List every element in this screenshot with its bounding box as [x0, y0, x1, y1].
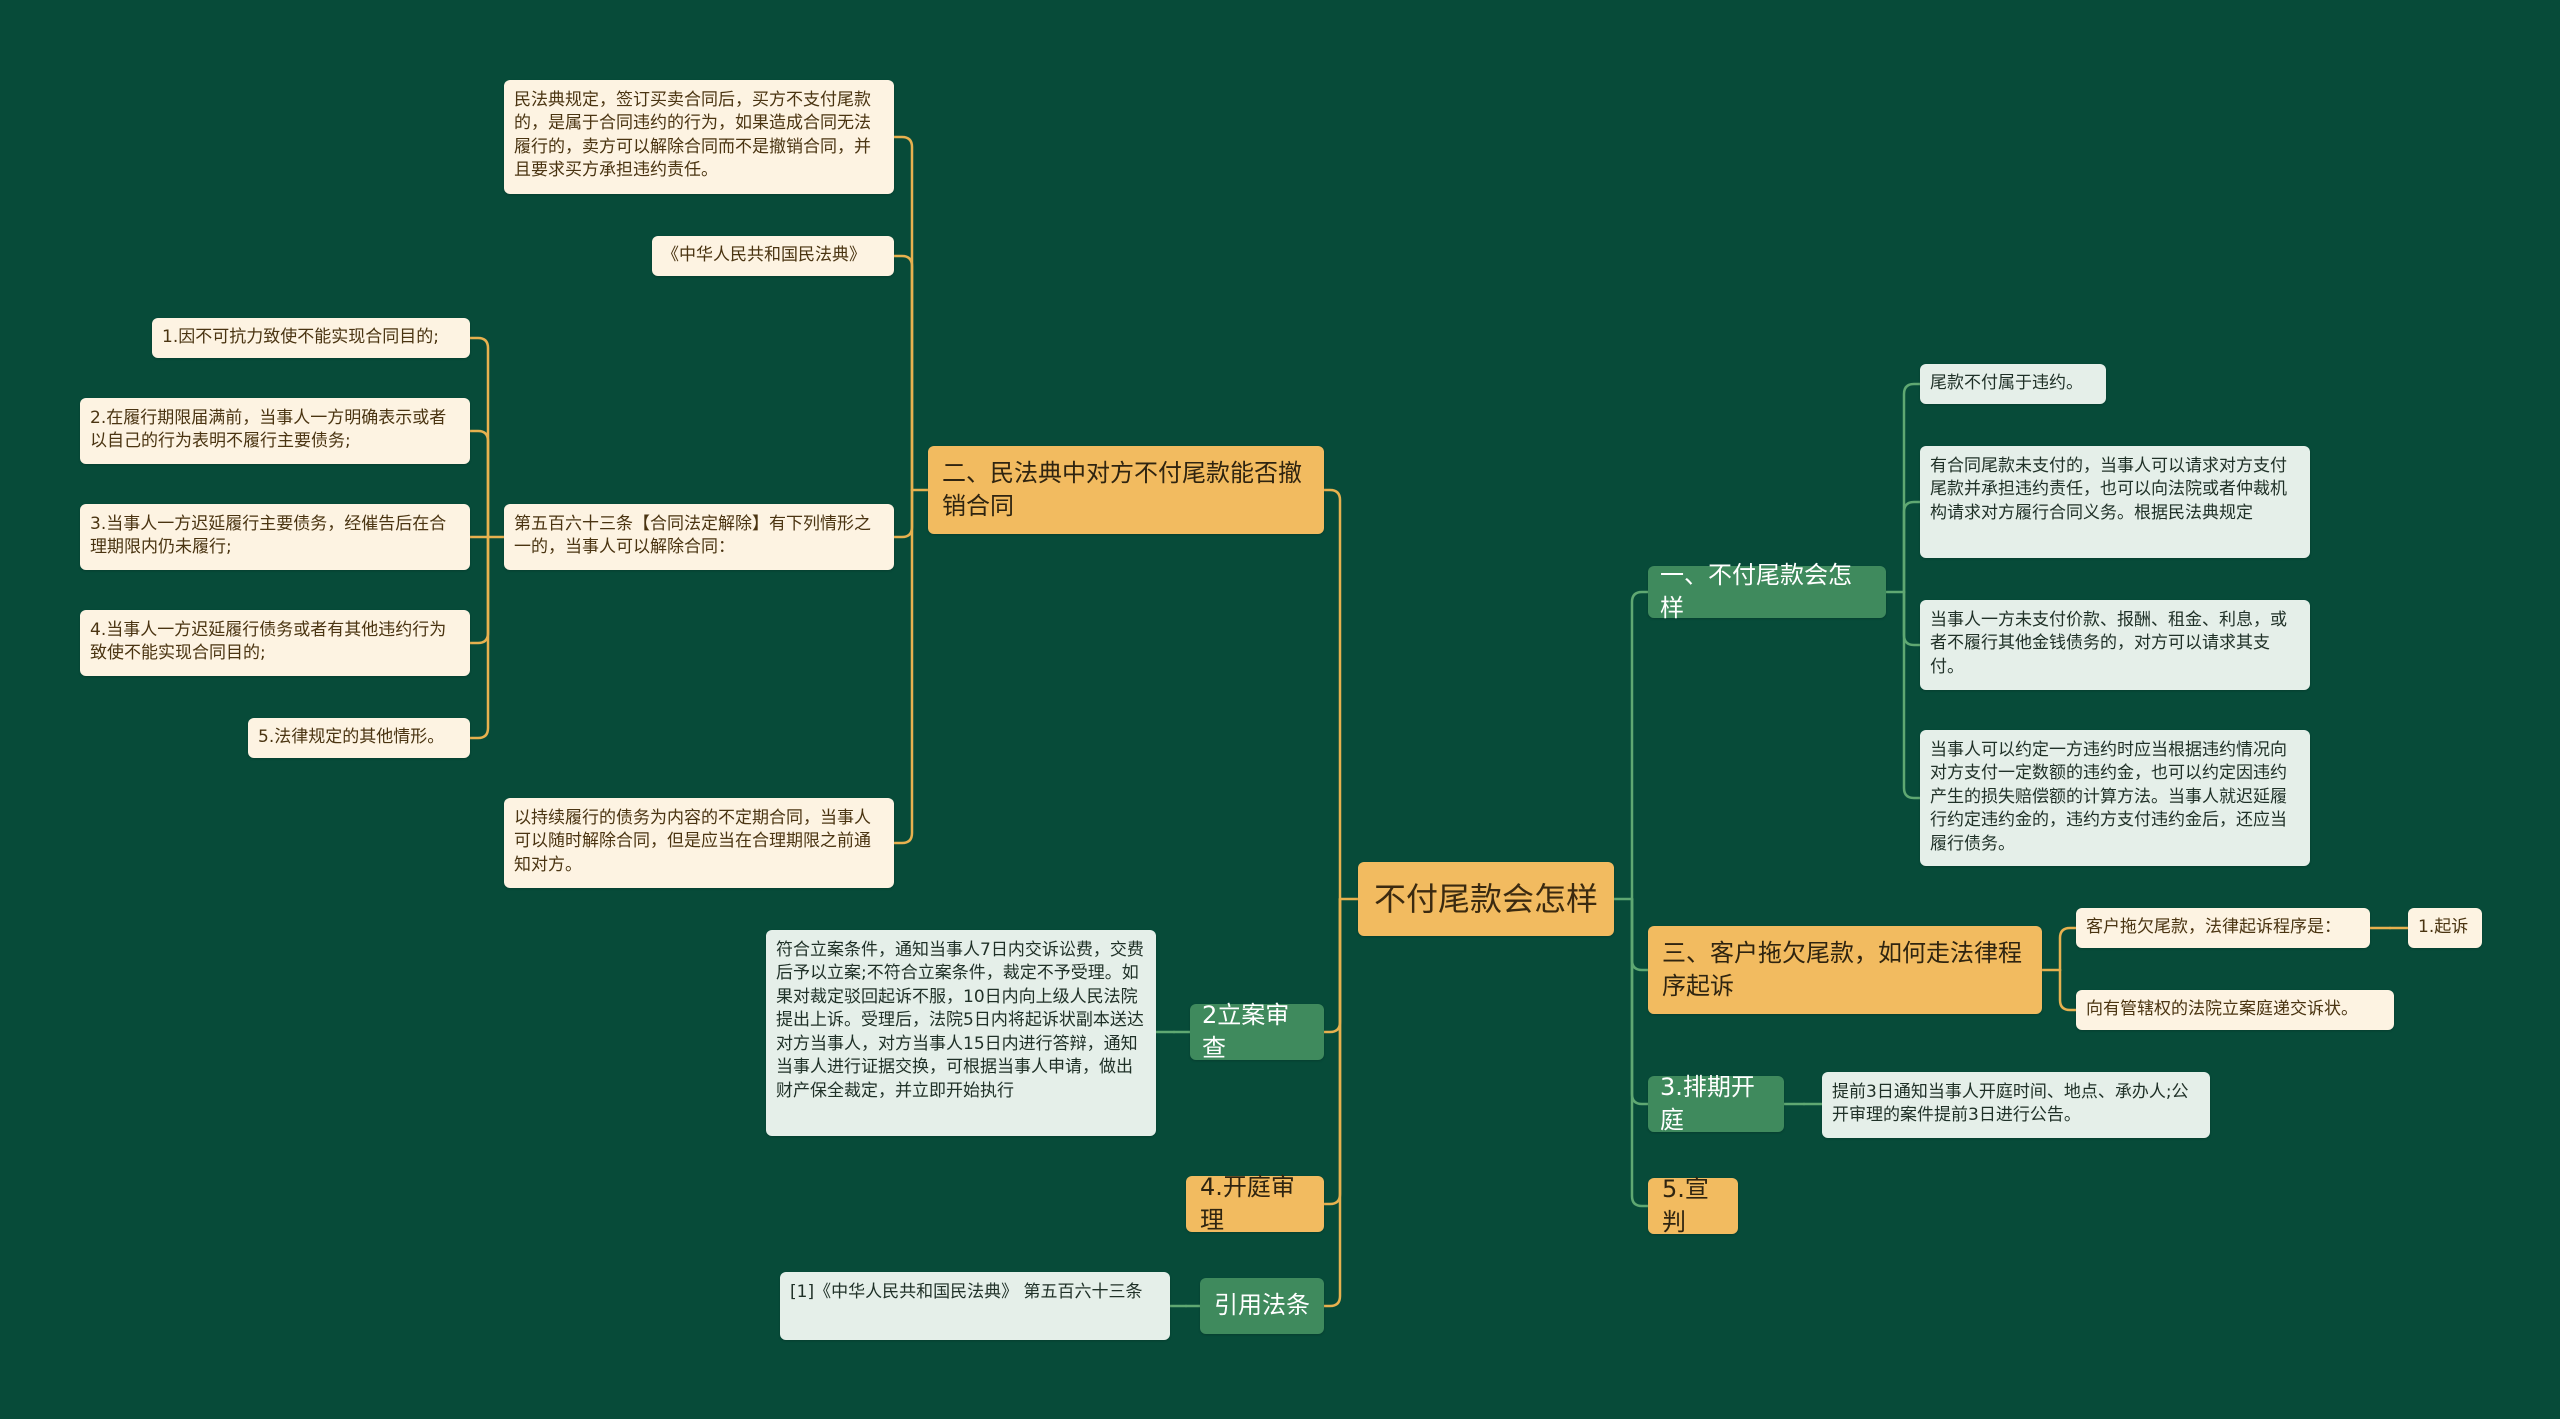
article-link-3	[468, 535, 490, 645]
root-right-link-0	[1630, 590, 1650, 901]
consequence-item-1[interactable]: 尾款不付属于违约。	[1920, 364, 2106, 404]
cited-law-detail[interactable]: [1]《中华人民共和国民法典》 第五百六十三条	[780, 1272, 1170, 1340]
root-right-link-2	[1630, 897, 1650, 1106]
article-item-1[interactable]: 1.因不可抗力致使不能实现合同目的;	[152, 318, 470, 358]
root-right-link-3	[1630, 897, 1650, 1208]
schedule-hearing-detail[interactable]: 提前3日通知当事人开庭时间、地点、承办人;公开审理的案件提前3日进行公告。	[1822, 1072, 2210, 1138]
root-topic[interactable]: 不付尾款会怎样	[1358, 862, 1614, 936]
article-link-4	[468, 535, 490, 740]
branch3-link-0	[2058, 926, 2078, 972]
branch2-link-1	[892, 254, 914, 492]
article-item-2[interactable]: 2.在履行期限届满前，当事人一方明确表示或者以自己的行为表明不履行主要债务;	[80, 398, 470, 464]
note-civil-code-rule[interactable]: 民法典规定，签订买卖合同后，买方不支付尾款的，是属于合同违约的行为，如果造成合同…	[504, 80, 894, 194]
root-right-link-1	[1630, 897, 1650, 972]
article-item-5[interactable]: 5.法律规定的其他情形。	[248, 718, 470, 758]
branch1-link-2	[1902, 590, 1922, 647]
branch-filing-review[interactable]: 2立案审查	[1190, 1001, 1324, 1062]
procedure-file-at-court[interactable]: 向有管辖权的法院立案庭递交诉状。	[2076, 990, 2394, 1030]
branch-revoke-contract[interactable]: 二、民法典中对方不付尾款能否撤销合同	[928, 446, 1324, 534]
branch-schedule-hearing[interactable]: 3.排期开庭	[1648, 1073, 1784, 1134]
branch-consequences[interactable]: 一、不付尾款会怎样	[1648, 561, 1886, 622]
article-link-1	[468, 429, 490, 539]
branch2-link-3	[892, 488, 914, 845]
procedure-step-sue[interactable]: 1.起诉	[2408, 908, 2482, 948]
article-item-3[interactable]: 3.当事人一方迟延履行主要债务，经催告后在合理期限内仍未履行;	[80, 504, 470, 570]
branch-verdict[interactable]: 5.宣判	[1648, 1175, 1738, 1236]
root-left-link-1	[1322, 897, 1342, 1034]
article-item-4[interactable]: 4.当事人一方迟延履行债务或者有其他违约行为致使不能实现合同目的;	[80, 610, 470, 676]
consequence-item-3[interactable]: 当事人一方未支付价款、报酬、租金、利息，或者不履行其他金钱债务的，对方可以请求其…	[1920, 600, 2310, 690]
procedure-intro[interactable]: 客户拖欠尾款，法律起诉程序是：	[2076, 908, 2370, 948]
branch3-link-1	[2058, 968, 2078, 1012]
branch2-link-2	[892, 488, 914, 539]
branch1-link-0	[1902, 382, 1922, 594]
branch-legal-procedure[interactable]: 三、客户拖欠尾款，如何走法律程序起诉	[1648, 926, 2042, 1014]
branch-court-trial[interactable]: 4.开庭审理	[1186, 1173, 1324, 1234]
note-article-563[interactable]: 第五百六十三条【合同法定解除】有下列情形之一的，当事人可以解除合同：	[504, 504, 894, 570]
consequence-item-2[interactable]: 有合同尾款未支付的，当事人可以请求对方支付尾款并承担违约责任，也可以向法院或者仲…	[1920, 446, 2310, 558]
root-left-link-2	[1322, 897, 1342, 1206]
article-link-0	[468, 336, 490, 539]
branch1-link-1	[1902, 500, 1922, 594]
branch2-link-0	[892, 135, 914, 492]
branch1-link-3	[1902, 590, 1922, 800]
root-left-link-0	[1322, 488, 1342, 901]
note-civil-code-title[interactable]: 《中华人民共和国民法典》	[652, 236, 894, 276]
note-indefinite-contract[interactable]: 以持续履行的债务为内容的不定期合同，当事人可以随时解除合同，但是应当在合理期限之…	[504, 798, 894, 888]
consequence-item-4[interactable]: 当事人可以约定一方违约时应当根据违约情况向对方支付一定数额的违约金，也可以约定因…	[1920, 730, 2310, 866]
root-left-link-3	[1322, 897, 1342, 1308]
branch-cited-law[interactable]: 引用法条	[1200, 1278, 1324, 1334]
filing-review-detail[interactable]: 符合立案条件，通知当事人7日内交诉讼费，交费后予以立案;不符合立案条件，裁定不予…	[766, 930, 1156, 1136]
